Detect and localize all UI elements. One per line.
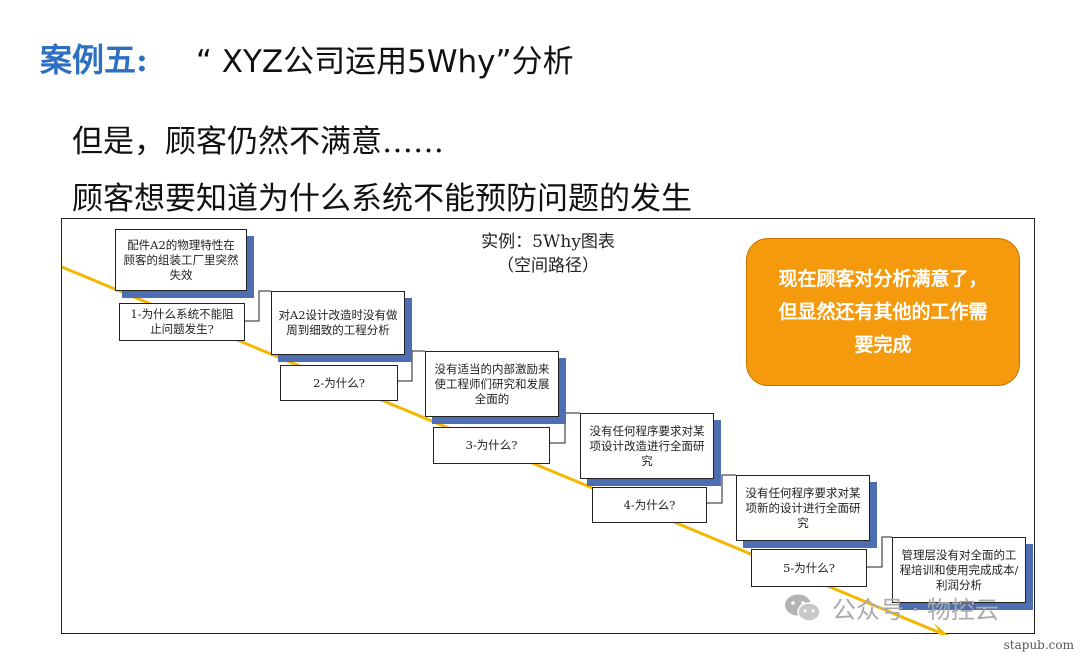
why-question-4: 4-为什么? (592, 487, 707, 523)
conclusion-callout: 现在顾客对分析满意了，但显然还有其他的工作需要完成 (746, 238, 1020, 386)
why-answer-2: 没有适当的内部激励来使工程师们研究和发展全面的 (425, 351, 559, 417)
why-answer-5: 管理层没有对全面的工程培训和使用完成成本/利润分析 (892, 537, 1026, 603)
five-why-diagram: 实例：5Why图表 （空间路径） 配件A2的物理特性在顾客的组装工厂里突然失效 … (61, 218, 1035, 635)
why-answer-1: 对A2设计改造时没有做周到细致的工程分析 (271, 291, 405, 355)
intro-line-2: 顾客想要知道为什么系统不能预防问题的发生 (72, 181, 692, 217)
problem-box: 配件A2的物理特性在顾客的组装工厂里突然失效 (115, 229, 247, 291)
wechat-icon (785, 594, 821, 622)
connector-4 (707, 474, 736, 504)
connector-5 (867, 536, 892, 568)
why-answer-4: 没有任何程序要求对某项新的设计进行全面研究 (736, 475, 870, 541)
space-path-arrowhead (934, 623, 948, 635)
why-question-2: 2-为什么? (280, 365, 398, 401)
diagram-title: 实例：5Why图表 (481, 232, 615, 252)
why-question-1: 1-为什么系统不能阻止问题发生? (119, 303, 245, 341)
watermark-text: 公众号 · 物控云 (832, 596, 999, 624)
why-question-3: 3-为什么? (433, 427, 550, 464)
slide-title: 案例五: “ XYZ公司运用5Why”分析 (40, 30, 574, 86)
diagram-subtitle: （空间路径） (497, 256, 599, 276)
connector-1 (245, 290, 271, 322)
connector-3 (550, 412, 580, 444)
why-answer-3: 没有任何程序要求对某项设计改造进行全面研究 (580, 413, 714, 479)
case-title: “ XYZ公司运用5Why”分析 (195, 43, 574, 80)
intro-line-1: 但是，顾客仍然不满意…… (72, 124, 444, 160)
connector-2 (398, 350, 425, 382)
watermark: 公众号 · 物控云 (784, 590, 999, 625)
why-question-5: 5-为什么? (751, 549, 867, 587)
case-label: 案例五: (40, 41, 148, 79)
site-tag: stapub.com (1003, 638, 1074, 652)
